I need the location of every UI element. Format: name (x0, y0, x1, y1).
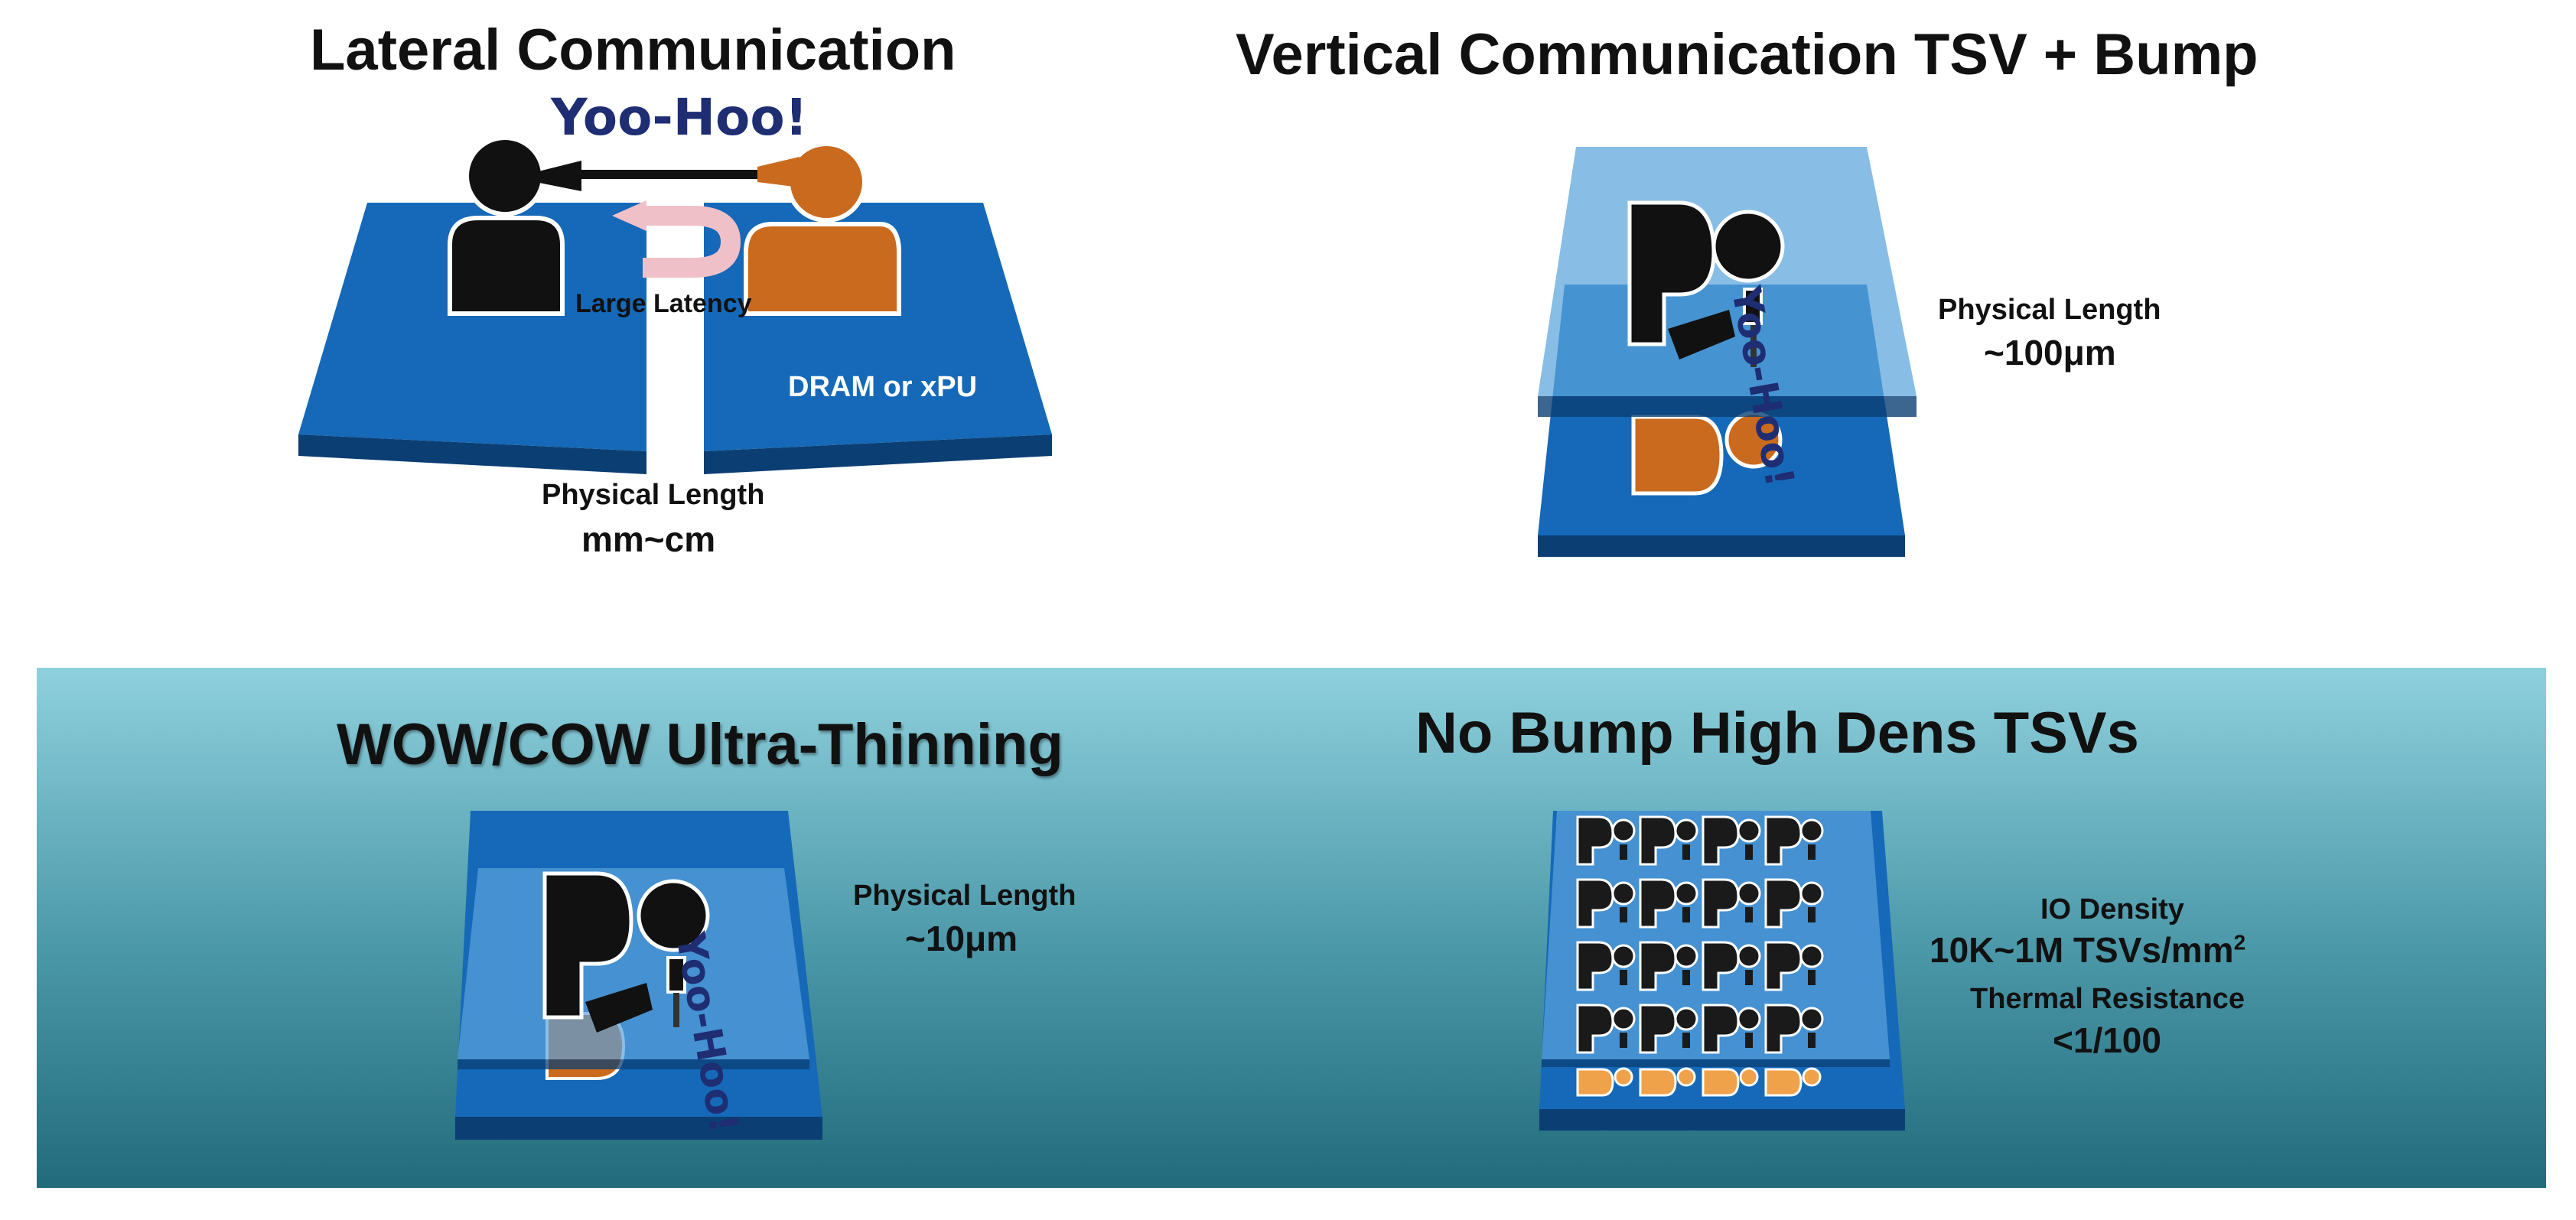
tsv-person-icon (1576, 1004, 1636, 1054)
tsv-person-icon (1764, 815, 1824, 866)
tsv-orange-dot (1739, 1067, 1759, 1087)
vertical-title: Vertical Communication TSV + Bump (1236, 22, 2258, 87)
nobump-io-value: 10K~1M TSVs/mm2 (1930, 929, 2245, 971)
nobump-thermal-label: Thermal Resistance (1970, 983, 2245, 1015)
tsv-person-icon (1627, 200, 1785, 367)
tsv-orange-pad (1639, 1068, 1677, 1097)
lateral-die-label: DRAM or xPU (788, 371, 978, 403)
tsv-person-icon (1702, 878, 1761, 929)
tsv-orange-dot (1614, 1067, 1633, 1087)
vertical-length-value: ~100μm (1984, 333, 2116, 373)
person-icon (1631, 411, 1783, 496)
nobump-io-sup: 2 (2233, 930, 2246, 955)
tsv-person-icon (1576, 815, 1636, 866)
tsv-person-icon (1702, 815, 1761, 866)
lateral-length-value: mm~cm (581, 519, 716, 559)
tsv-person-icon (542, 871, 710, 1033)
wow-length-value: ~10μm (905, 919, 1018, 958)
tsv-orange-pad (1702, 1068, 1740, 1097)
megaphone-icon (757, 157, 800, 187)
lateral-latency: Large Latency (575, 289, 752, 318)
left-die-side (298, 434, 646, 474)
tsv-person-icon (1702, 1004, 1761, 1054)
right-die-side (704, 434, 1052, 474)
tsv-person-icon (1639, 1004, 1698, 1054)
nobump-io-value-text: 10K~1M TSVs/mm (1930, 930, 2234, 970)
tsv-person-icon (1764, 1004, 1824, 1054)
person-icon (744, 142, 901, 316)
tsv-orange-pad (1764, 1068, 1803, 1097)
nobump-title: No Bump High Dens TSVs (1415, 701, 2139, 766)
vertical-top-die-side (1538, 396, 1917, 417)
nobump-io-label: IO Density (2040, 893, 2184, 926)
nobump-bottom-die-side (1539, 1109, 1905, 1131)
tsv-person-icon (1639, 878, 1698, 929)
wow-top-die-side (458, 1059, 809, 1069)
tsv-person-icon (1702, 941, 1761, 991)
megaphone-icon (536, 161, 757, 191)
wow-bottom-die-side (455, 1117, 822, 1140)
person-icon (448, 135, 565, 316)
tsv-person-icon (1639, 941, 1698, 991)
band-rect (37, 668, 2546, 1188)
wow-length-label: Physical Length (853, 880, 1076, 912)
tsv-orange-dot (1676, 1067, 1696, 1087)
tsv-person-icon (1764, 878, 1824, 929)
tsv-person-icon (1639, 815, 1698, 866)
tsv-grid (1576, 815, 1824, 1097)
tsv-person-icon (1576, 941, 1636, 991)
tsv-orange-dot (1802, 1067, 1822, 1087)
lateral-yoohoo: Yoo-Hoo! (551, 88, 808, 147)
vertical-length-label: Physical Length (1938, 294, 2161, 326)
nobump-top-die-side (1542, 1059, 1890, 1067)
tsv-person-icon (1764, 941, 1824, 991)
vertical-bottom-die-side (1538, 535, 1905, 557)
wow-title: WOW/COW Ultra-Thinning (337, 712, 1063, 777)
nobump-top-die (1542, 811, 1890, 1059)
tsv-person-icon (1576, 878, 1636, 929)
lateral-title: Lateral Communication (310, 18, 956, 83)
lateral-length-label: Physical Length (542, 479, 765, 511)
tsv-orange-pad (1576, 1068, 1614, 1097)
nobump-thermal-value: <1/100 (2053, 1020, 2161, 1060)
u-link-icon (643, 206, 741, 278)
u-link-arrow (612, 200, 646, 231)
